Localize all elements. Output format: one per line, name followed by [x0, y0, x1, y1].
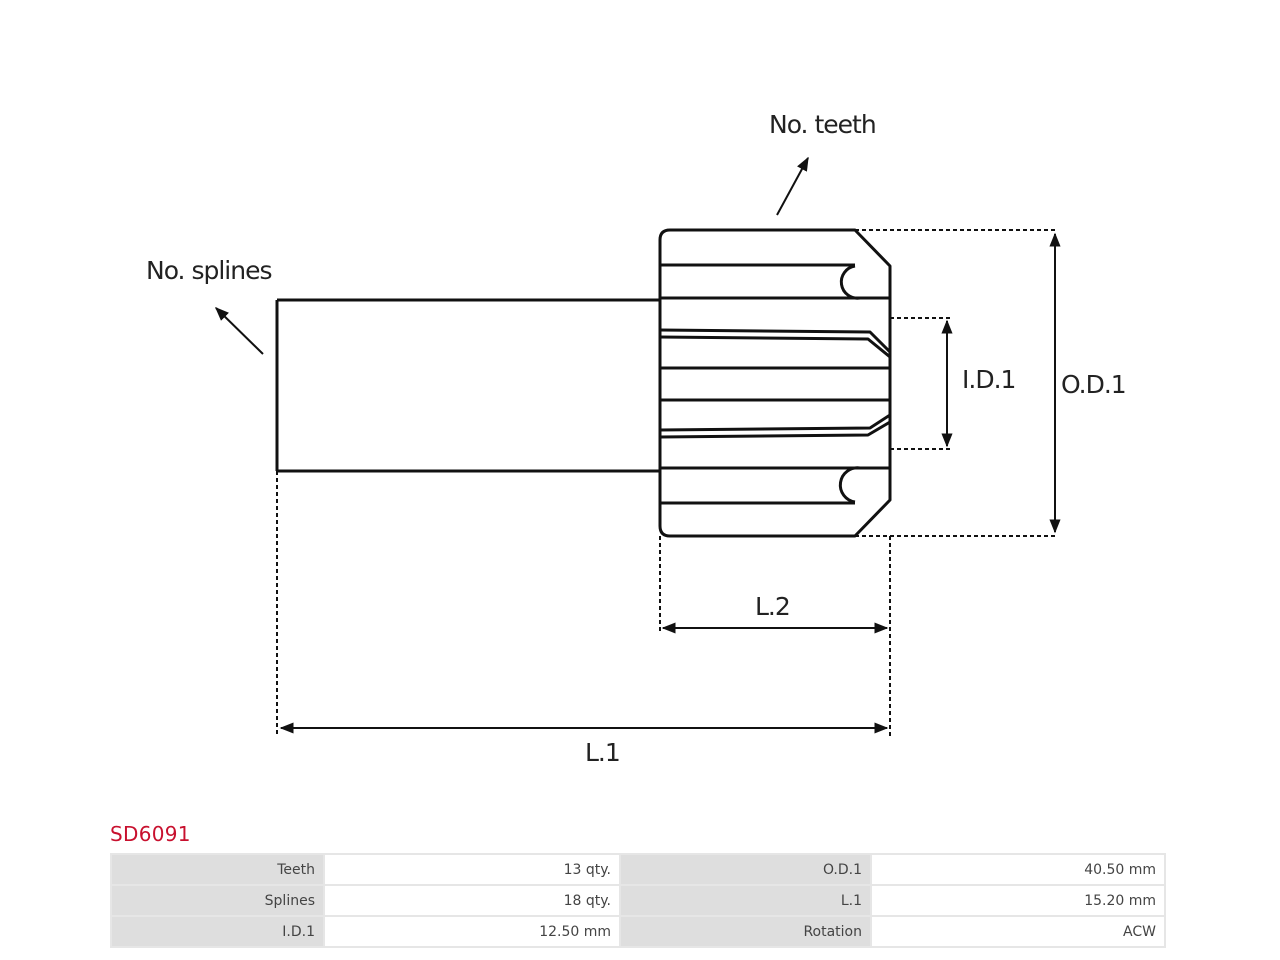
extension-lines — [276, 229, 1058, 737]
spec-key: Rotation — [621, 917, 870, 946]
dimension-arrows — [214, 156, 1061, 734]
spec-value: 18 qty. — [325, 886, 619, 915]
spec-key: Teeth — [112, 855, 323, 884]
gear-head — [658, 228, 892, 538]
table-row: I.D.1 12.50 mm Rotation ACW — [112, 917, 1164, 946]
shaft — [275, 298, 660, 473]
teeth-pointer-arrow — [776, 156, 809, 216]
spec-key: Splines — [112, 886, 323, 915]
spec-value: 40.50 mm — [872, 855, 1164, 884]
spec-key: O.D.1 — [621, 855, 870, 884]
l1-label: L.1 — [585, 738, 620, 767]
part-code: SD6091 — [110, 822, 191, 846]
od1-label: O.D.1 — [1061, 370, 1126, 399]
spec-value: 15.20 mm — [872, 886, 1164, 915]
splines-label: No. splines — [146, 256, 272, 285]
spec-value: 12.50 mm — [325, 917, 619, 946]
id1-label: I.D.1 — [962, 365, 1015, 394]
spec-key: I.D.1 — [112, 917, 323, 946]
splines-pointer-arrow — [214, 307, 264, 355]
table-row: Splines 18 qty. L.1 15.20 mm — [112, 886, 1164, 915]
spec-value: 13 qty. — [325, 855, 619, 884]
spec-key: L.1 — [621, 886, 870, 915]
l2-label: L.2 — [755, 592, 790, 621]
spec-table: Teeth 13 qty. O.D.1 40.50 mm Splines 18 … — [110, 853, 1166, 948]
spec-value: ACW — [872, 917, 1164, 946]
table-row: Teeth 13 qty. O.D.1 40.50 mm — [112, 855, 1164, 884]
teeth-label: No. teeth — [769, 110, 876, 139]
pinion-drawing: No. teeth No. splines I.D.1 O.D.1 L.2 L.… — [146, 110, 1127, 767]
